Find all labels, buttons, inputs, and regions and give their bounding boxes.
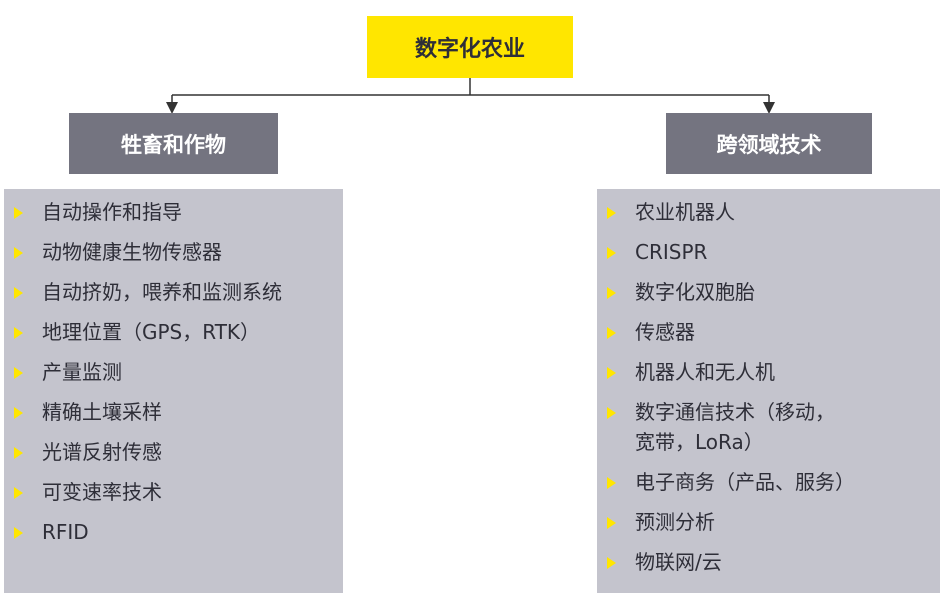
list-item-label: 地理位置（GPS，RTK）: [42, 320, 261, 344]
bullet-arrow-icon: [607, 557, 616, 569]
item-list: 农业机器人 CRISPR 数字化双胞胎 传感器 机器人和无人机 数字通信技术（移…: [597, 197, 930, 577]
list-item: 农业机器人: [597, 197, 930, 227]
bullet-arrow-icon: [14, 247, 23, 259]
list-item: 自动挤奶，喂养和监测系统: [4, 277, 292, 307]
livestock-crops-list-panel: 自动操作和指导 动物健康生物传感器 自动挤奶，喂养和监测系统 地理位置（GPS，…: [4, 189, 343, 593]
list-item: 电子商务（产品、服务）: [597, 467, 930, 497]
root-node: 数字化农业: [367, 16, 573, 78]
bullet-arrow-icon: [14, 207, 23, 219]
list-item-label: 可变速率技术: [42, 480, 162, 504]
list-item: 物联网/云: [597, 547, 930, 577]
category-cross-domain-tech: 跨领域技术: [666, 113, 872, 174]
bullet-arrow-icon: [607, 207, 616, 219]
list-item: 动物健康生物传感器: [4, 237, 333, 267]
list-item-label: 物联网/云: [635, 550, 722, 574]
list-item-label: 数字通信技术（移动，宽带，LoRa）: [635, 400, 835, 454]
list-item-label: 动物健康生物传感器: [42, 240, 222, 264]
bullet-arrow-icon: [14, 527, 23, 539]
bullet-arrow-icon: [607, 367, 616, 379]
list-item: 地理位置（GPS，RTK）: [4, 317, 333, 347]
bullet-arrow-icon: [14, 407, 23, 419]
cross-domain-tech-list-panel: 农业机器人 CRISPR 数字化双胞胎 传感器 机器人和无人机 数字通信技术（移…: [597, 189, 940, 593]
list-item: 光谱反射传感: [4, 437, 333, 467]
category-label: 跨领域技术: [716, 132, 822, 157]
root-label: 数字化农业: [414, 37, 525, 62]
list-item-label: 预测分析: [635, 510, 715, 534]
list-item-label: 数字化双胞胎: [635, 280, 755, 304]
bullet-arrow-icon: [14, 447, 23, 459]
list-item: 精确土壤采样: [4, 397, 333, 427]
item-list: 自动操作和指导 动物健康生物传感器 自动挤奶，喂养和监测系统 地理位置（GPS，…: [4, 197, 333, 547]
list-item-label: RFID: [42, 520, 89, 544]
list-item: 传感器: [597, 317, 930, 347]
bullet-arrow-icon: [607, 407, 616, 419]
list-item: 自动操作和指导: [4, 197, 333, 227]
list-item-label: 精确土壤采样: [42, 400, 162, 424]
category-livestock-crops: 牲畜和作物: [69, 113, 278, 174]
list-item-label: CRISPR: [635, 240, 708, 264]
bullet-arrow-icon: [607, 247, 616, 259]
bullet-arrow-icon: [14, 367, 23, 379]
list-item: 产量监测: [4, 357, 333, 387]
list-item-label: 传感器: [635, 320, 695, 344]
bullet-arrow-icon: [14, 487, 23, 499]
list-item: 数字化双胞胎: [597, 277, 930, 307]
bullet-arrow-icon: [14, 287, 23, 299]
list-item: 数字通信技术（移动，宽带，LoRa）: [597, 397, 845, 457]
bullet-arrow-icon: [607, 517, 616, 529]
list-item: RFID: [4, 517, 333, 547]
list-item: 机器人和无人机: [597, 357, 930, 387]
list-item-label: 农业机器人: [635, 200, 735, 224]
list-item-label: 自动挤奶，喂养和监测系统: [42, 280, 282, 304]
list-item: 预测分析: [597, 507, 930, 537]
list-item: CRISPR: [597, 237, 930, 267]
list-item-label: 产量监测: [42, 360, 122, 384]
bullet-arrow-icon: [14, 327, 23, 339]
list-item: 可变速率技术: [4, 477, 333, 507]
bullet-arrow-icon: [607, 477, 616, 489]
list-item-label: 自动操作和指导: [42, 200, 182, 224]
category-label: 牲畜和作物: [121, 132, 226, 157]
bullet-arrow-icon: [607, 327, 616, 339]
list-item-label: 光谱反射传感: [42, 440, 162, 464]
list-item-label: 电子商务（产品、服务）: [635, 470, 855, 494]
bullet-arrow-icon: [607, 287, 616, 299]
list-item-label: 机器人和无人机: [635, 360, 775, 384]
